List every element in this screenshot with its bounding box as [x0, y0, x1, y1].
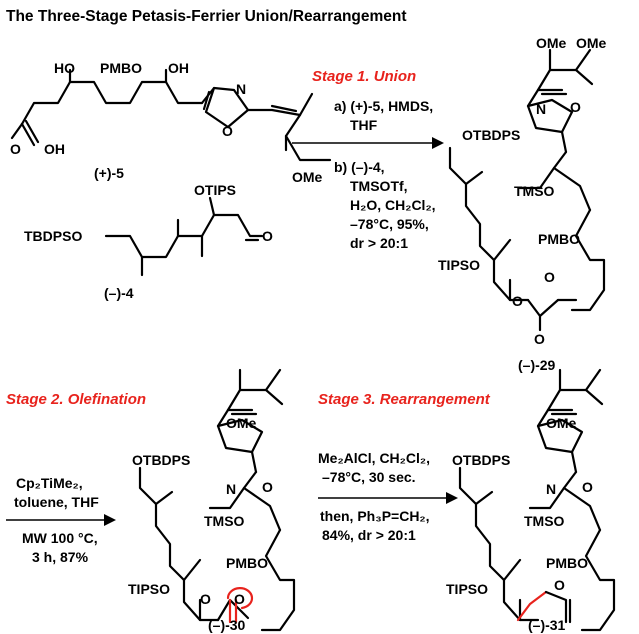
pmbo-label-31: PMBO — [546, 555, 588, 571]
ome-label-31: OMe — [546, 415, 577, 431]
compound-29-label: (–)-29 — [518, 357, 556, 373]
stage1-arrowhead — [432, 137, 444, 149]
stage1-cond-b1: b) (–)-4, — [334, 159, 385, 175]
oxazole-o-29: O — [570, 99, 581, 115]
oxazole-o-30: O — [262, 479, 273, 495]
compound-30-label: (–)-30 — [208, 617, 246, 633]
ring-o-29: O — [544, 269, 555, 285]
oxazole-n-29: N — [536, 101, 546, 117]
otbdps-label-30: OTBDPS — [132, 452, 190, 468]
oxazole-n-31: N — [546, 481, 556, 497]
compound-4-label: (–)-4 — [104, 285, 134, 301]
stage1-cond-a1: a) (+)-5, HMDS, — [334, 98, 433, 114]
oxazole-o-label: O — [222, 123, 233, 139]
stage1-cond-a2: THF — [350, 117, 378, 133]
tbdpso-label-4: TBDPSO — [24, 228, 82, 244]
acid-o-label: O — [10, 141, 21, 157]
enol-o-30: O — [200, 591, 211, 607]
compound-5-structure: PMBO HO OH N O O OH OMe — [10, 60, 332, 185]
stage3-cond3: then, Ph₃P=CH₂, — [320, 508, 430, 524]
otbdps-label-31: OTBDPS — [452, 452, 510, 468]
stage3-cond4: 84%, dr > 20:1 — [322, 527, 416, 543]
oxazole-n-30: N — [226, 481, 236, 497]
stage2-cond4: 3 h, 87% — [32, 549, 89, 565]
ome-label-29: OMe — [536, 35, 567, 51]
compound-30-structure: OMe N O OTBDPS TMSO PMBO TIPSO O O — [128, 368, 296, 632]
stage2-cond2: toluene, THF — [14, 494, 99, 510]
compound-5-label: (+)-5 — [94, 165, 124, 181]
oxazole-o-31: O — [582, 479, 593, 495]
oxazole-n-label: N — [236, 81, 246, 97]
stage1-cond-b4: –78°C, 95%, — [350, 216, 429, 232]
pmbo-label-30: PMBO — [226, 555, 268, 571]
stage3-label: Stage 3. Rearrangement — [318, 391, 491, 408]
tmso-label-31: TMSO — [524, 513, 565, 529]
stage2-cond3: MW 100 °C, — [22, 530, 98, 546]
ring-o-31: O — [554, 577, 565, 593]
compound-31-structure: OMe N O OTBDPS TMSO PMBO TIPSO O — [446, 368, 616, 632]
lactone-o-29: O — [512, 293, 523, 309]
ome-label-29b: OMe — [576, 35, 607, 51]
ring-o-30: O — [234, 591, 245, 607]
ome-label: OMe — [292, 169, 323, 185]
ho-label: HO — [54, 60, 75, 76]
aldehyde-o-label: O — [262, 228, 273, 244]
stage2-arrowhead — [104, 514, 116, 526]
acid-oh-label: OH — [44, 141, 65, 157]
compound-4-structure: TBDPSO OTIPS O — [24, 182, 273, 277]
oh-label: OH — [168, 60, 189, 76]
stage1-cond-b3: H₂O, CH₂Cl₂, — [350, 197, 436, 213]
stage3-cond2: –78°C, 30 sec. — [322, 469, 416, 485]
pmbo-label: PMBO — [100, 60, 142, 76]
stage2-label: Stage 2. Olefination — [6, 391, 146, 408]
tipso-label-29: TIPSO — [438, 257, 480, 273]
ome-label-30: OMe — [226, 415, 257, 431]
stage1-cond-b5: dr > 20:1 — [350, 235, 408, 251]
tmso-label-29: TMSO — [514, 183, 555, 199]
carbonyl-o-29: O — [534, 331, 545, 347]
stage1-label: Stage 1. Union — [312, 68, 416, 85]
scheme-title: The Three-Stage Petasis-Ferrier Union/Re… — [6, 8, 407, 25]
compound-29-structure: OMe OMe N O OTBDPS TMSO PMBO TIPSO O O O — [438, 35, 607, 347]
tipso-label-30: TIPSO — [128, 581, 170, 597]
stage1-cond-b2: TMSOTf, — [350, 178, 408, 194]
otbdps-label-29: OTBDPS — [462, 127, 520, 143]
stage3-arrowhead — [446, 492, 458, 504]
compound-31-label: (–)-31 — [528, 617, 566, 633]
tmso-label-30: TMSO — [204, 513, 245, 529]
otips-label-4: OTIPS — [194, 182, 236, 198]
tipso-label-31: TIPSO — [446, 581, 488, 597]
stage3-cond1: Me₂AlCl, CH₂Cl₂, — [318, 450, 430, 466]
pmbo-label-29: PMBO — [538, 231, 580, 247]
stage2-cond1: Cp₂TiMe₂, — [16, 475, 83, 491]
